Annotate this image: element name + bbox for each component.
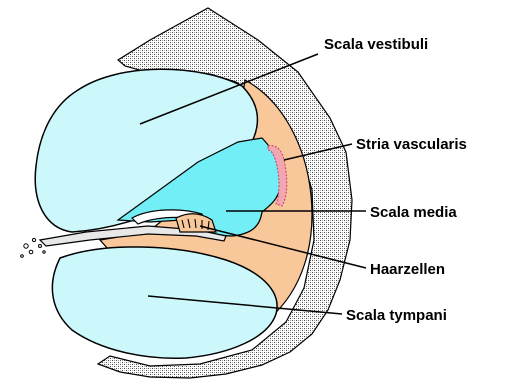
- label-haarzellen: Haarzellen: [370, 261, 445, 278]
- label-scala-media: Scala media: [370, 204, 457, 221]
- label-stria-vascularis: Stria vascularis: [356, 136, 467, 153]
- label-scala-tympani: Scala tympani: [346, 307, 447, 324]
- label-scala-vestibuli: Scala vestibuli: [324, 36, 428, 53]
